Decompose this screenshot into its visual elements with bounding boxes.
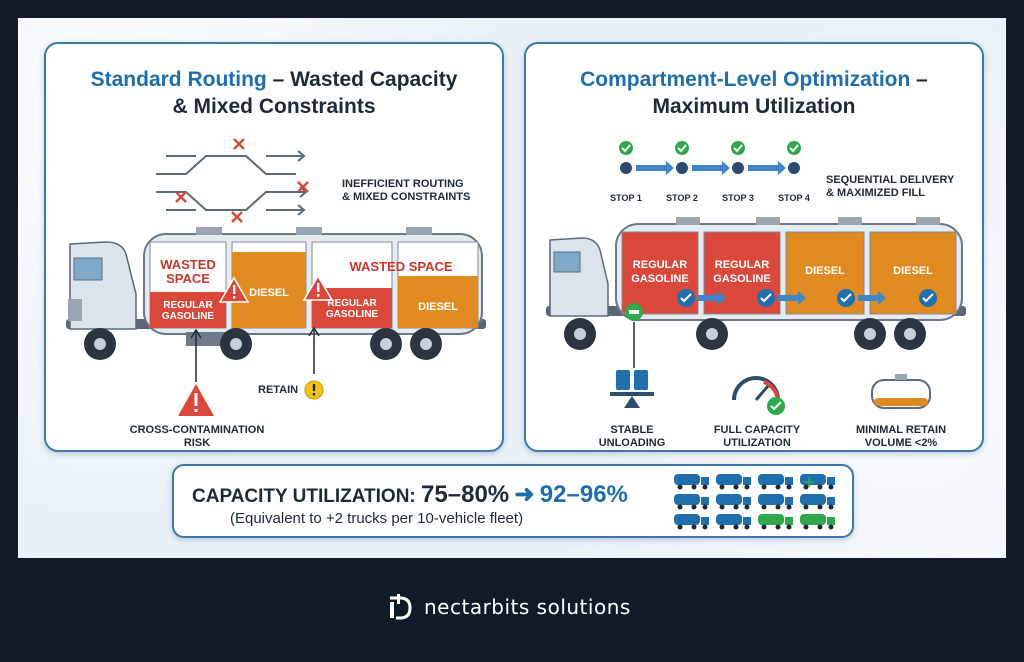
nectarbits-logo-icon bbox=[390, 594, 412, 620]
fleet-equivalence-text: (Equivalent to +2 trucks per 10-vehicle … bbox=[230, 510, 524, 527]
retain-warning-icon bbox=[304, 380, 324, 400]
left-panel-graphics bbox=[66, 138, 486, 416]
fleet-truck-icon bbox=[674, 494, 709, 510]
stop-3-label: STOP 3 bbox=[722, 193, 754, 203]
compartment-3-fuel: REGULAR GASOLINE bbox=[325, 298, 379, 320]
optimization-panel: Compartment-Level Optimization – Maximum… bbox=[524, 42, 984, 452]
wasted-space-label-1: WASTED SPACE bbox=[160, 257, 216, 286]
fleet-truck-icon bbox=[716, 494, 751, 510]
plus-icon: + bbox=[804, 472, 815, 492]
added-truck-icon bbox=[758, 514, 793, 530]
arrow-right-icon: ➜ bbox=[514, 481, 535, 508]
retain-label: RETAIN bbox=[258, 384, 299, 396]
fleet-truck-icon bbox=[758, 474, 793, 490]
left-panel-title: Standard Routing – Wasted Capacity & Mix… bbox=[90, 68, 458, 118]
utilization-after: 92–96% bbox=[539, 481, 628, 508]
opt-compartment-4-fuel: DIESEL bbox=[893, 265, 933, 277]
routing-label: INEFFICIENT ROUTING & MIXED CONSTRAINTS bbox=[342, 178, 471, 203]
compartment-2-fuel: DIESEL bbox=[249, 287, 289, 299]
capacity-summary-box: CAPACITY UTILIZATION: 75–80% ➜ 92–96% (E… bbox=[172, 464, 854, 538]
warning-triangle-icon bbox=[302, 274, 334, 301]
fleet-trucks-icon: + bbox=[674, 472, 835, 530]
opt-compartment-1-fuel: REGULAR GASOLINE bbox=[631, 259, 689, 285]
barrels-balance-icon bbox=[610, 370, 654, 408]
capacity-utilization-line: CAPACITY UTILIZATION: 75–80% ➜ 92–96% bbox=[192, 481, 628, 508]
gauge-check-icon bbox=[732, 376, 785, 415]
utilization-before: 75–80% bbox=[421, 481, 510, 508]
right-tanker-truck bbox=[546, 217, 966, 368]
stop-2-label: STOP 2 bbox=[666, 193, 698, 203]
fleet-truck-icon bbox=[800, 494, 835, 510]
stop-4-label: STOP 4 bbox=[778, 193, 810, 203]
opt-compartment-3-fuel: DIESEL bbox=[805, 265, 845, 277]
opt-compartment-2-fuel: REGULAR GASOLINE bbox=[713, 259, 771, 285]
fleet-truck-icon bbox=[800, 474, 835, 490]
wasted-space-label-2: WASTED SPACE bbox=[349, 259, 453, 274]
sequence-label: SEQUENTIAL DELIVERY & MAXIMIZED FILL bbox=[826, 174, 955, 199]
infographic: Standard Routing – Wasted Capacity & Mix… bbox=[18, 18, 1006, 558]
stop-sequence-diagram bbox=[619, 141, 801, 175]
fleet-truck-icon bbox=[716, 514, 751, 530]
stop-1-label: STOP 1 bbox=[610, 193, 642, 203]
brand-name: nectarbits solutions bbox=[424, 595, 631, 619]
feature-minimal-retain: MINIMAL RETAIN VOLUME <2% bbox=[855, 424, 947, 449]
cross-contamination-label: CROSS-CONTAMINATION RISK bbox=[129, 424, 265, 449]
standard-routing-panel: Standard Routing – Wasted Capacity & Mix… bbox=[44, 42, 504, 452]
fleet-truck-icon bbox=[716, 474, 751, 490]
small-tank-icon bbox=[871, 374, 931, 409]
brand-footer: nectarbits solutions bbox=[386, 592, 631, 622]
x-marks-icon bbox=[175, 138, 309, 223]
fleet-truck-icon bbox=[758, 494, 793, 510]
fleet-truck-icon bbox=[674, 514, 709, 530]
added-truck-icon bbox=[800, 514, 835, 530]
right-panel-title: Compartment-Level Optimization – Maximum… bbox=[580, 68, 928, 118]
feature-full-capacity: FULL CAPACITY UTILIZATION bbox=[713, 424, 801, 449]
right-panel-graphics bbox=[546, 141, 966, 415]
fleet-truck-icon bbox=[674, 474, 709, 490]
warning-triangle-icon bbox=[218, 276, 250, 303]
compartment-4-fuel: DIESEL bbox=[418, 301, 458, 313]
compartment-1-fuel: REGULAR GASOLINE bbox=[161, 300, 215, 322]
cross-contamination-warning-icon bbox=[178, 384, 214, 416]
inefficient-routing-icon bbox=[156, 150, 308, 216]
feature-stable-unloading: STABLE UNLOADING bbox=[598, 424, 666, 449]
